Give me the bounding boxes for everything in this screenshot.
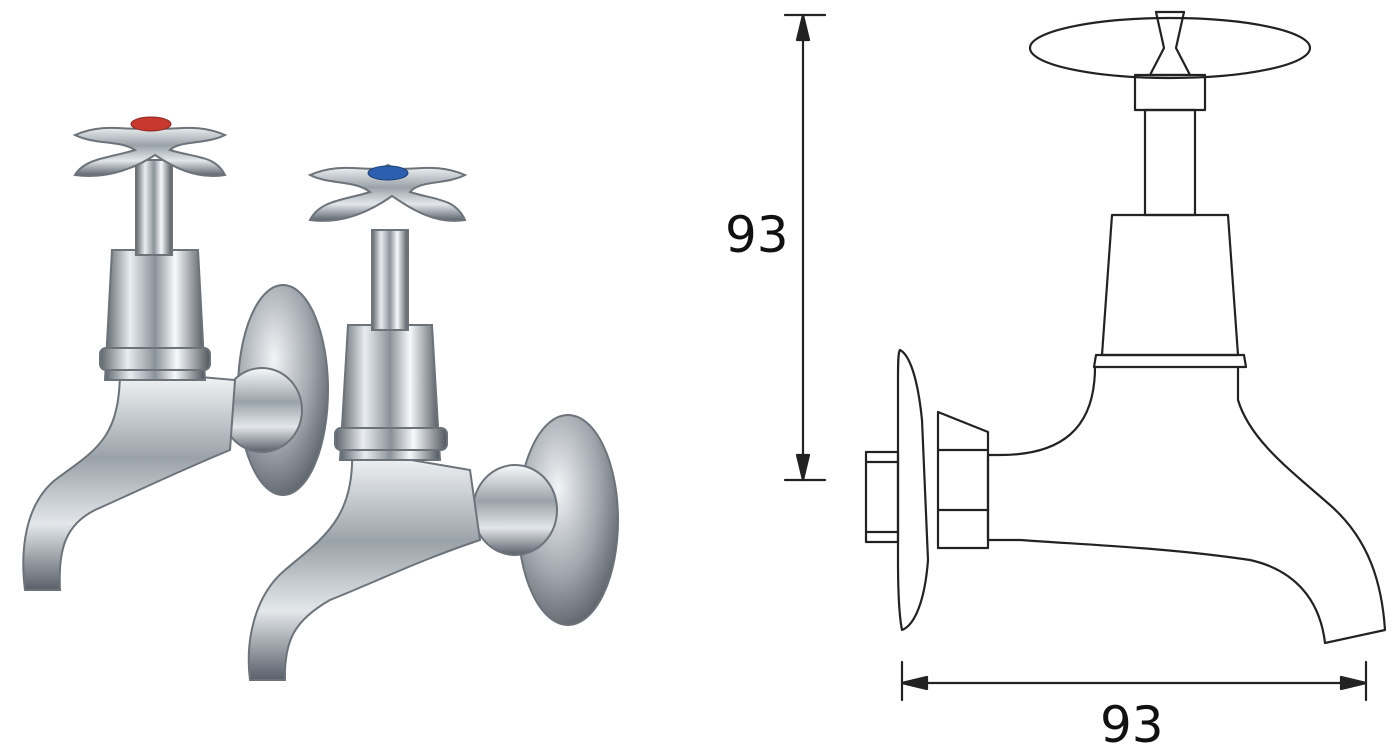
cold-tap: [247, 163, 619, 681]
hot-tap: [22, 116, 329, 591]
dimension-drawing: 93 93: [725, 10, 1387, 749]
height-dimension-line: [783, 13, 827, 482]
width-dimension-label: 93: [1100, 696, 1164, 749]
tap-outline-drawing: [864, 10, 1387, 645]
width-dimension-line: [900, 660, 1368, 702]
height-dimension-label: 93: [725, 206, 789, 264]
tap-pair-photo: [22, 116, 619, 681]
